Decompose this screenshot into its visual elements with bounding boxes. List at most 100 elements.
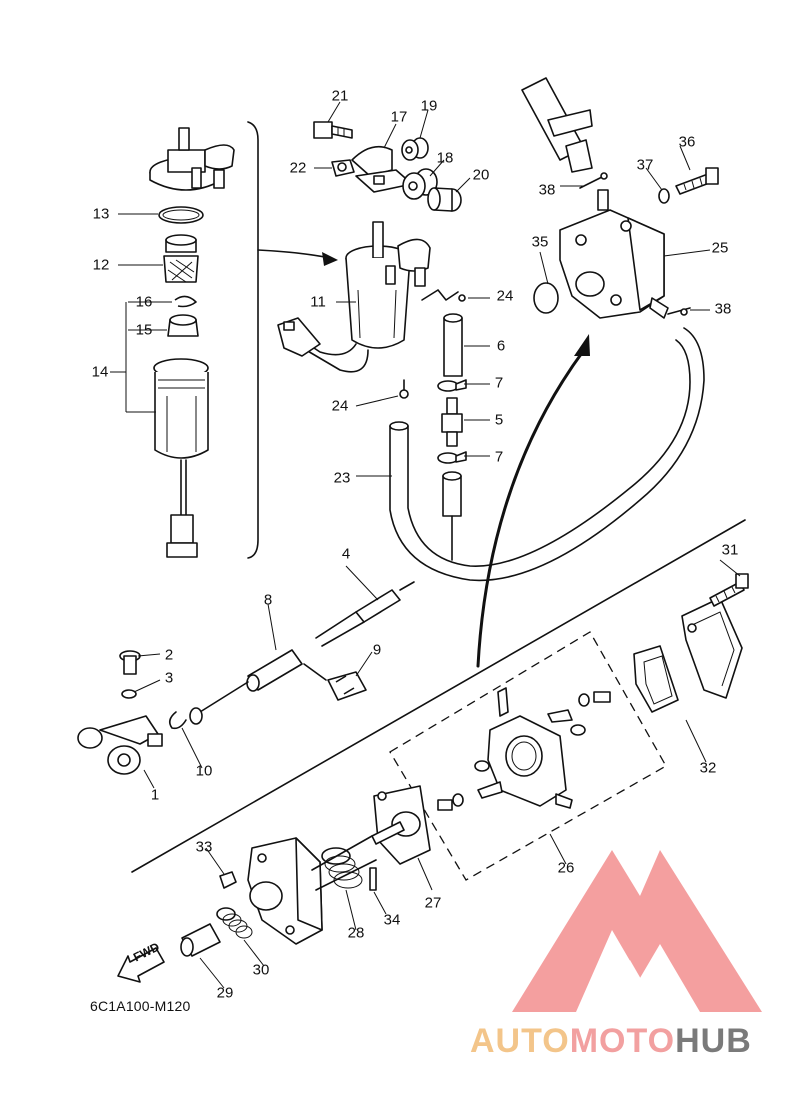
- callout-38-bottom: 38: [714, 300, 732, 318]
- clip-10: [168, 711, 187, 730]
- o-ring-35: [533, 282, 559, 314]
- callout-27: 27: [424, 894, 442, 912]
- callout-29: 29: [216, 984, 234, 1002]
- group-bracket: [247, 121, 259, 559]
- nut-15: [167, 314, 199, 337]
- fuel-filter-assembly-11: [277, 221, 431, 373]
- callout-36: 36: [678, 133, 696, 151]
- hose-lower: [442, 471, 462, 517]
- callout-20: 20: [472, 166, 490, 184]
- spring-30: [216, 907, 253, 939]
- filter-cup-14: [153, 358, 209, 558]
- pin-34: [369, 867, 377, 891]
- washer-3: [121, 689, 137, 699]
- fuel-pump-25: [559, 189, 669, 319]
- watermark-hub: HUB: [675, 1022, 752, 1060]
- callout-10: 10: [195, 762, 213, 780]
- pump-tool-illustration: [521, 77, 593, 173]
- callout-24-top: 24: [496, 287, 514, 305]
- callout-16: 16: [135, 293, 153, 311]
- callout-28: 28: [347, 924, 365, 942]
- callout-5: 5: [494, 411, 504, 429]
- small-parts-26: [437, 691, 611, 811]
- callout-34: 34: [383, 911, 401, 929]
- hose-8: [189, 649, 303, 725]
- washer-37: [658, 188, 670, 204]
- plunger-29: [180, 923, 221, 957]
- clip-38-bottom: [667, 307, 691, 315]
- circlip-16: [174, 295, 197, 308]
- strainer-12: [163, 234, 199, 283]
- callout-38-top: 38: [538, 181, 556, 199]
- callout-30: 30: [252, 961, 270, 979]
- gasket-32: [633, 645, 679, 713]
- joint-5: [441, 397, 463, 447]
- clip-7-upper: [437, 379, 467, 392]
- callout-33: 33: [195, 838, 213, 856]
- nut-33: [219, 871, 237, 889]
- watermark-auto: AUTO: [470, 1022, 570, 1060]
- callout-8: 8: [263, 591, 273, 609]
- callout-3: 3: [164, 669, 174, 687]
- diaphragm-27: [371, 785, 431, 865]
- flow-arrow-line: [476, 348, 586, 668]
- callout-1: 1: [150, 786, 160, 804]
- clip-24-top: [421, 289, 459, 301]
- o-ring-13: [158, 206, 204, 224]
- hose-4: [315, 581, 415, 647]
- bracket-arrow-head: [322, 252, 338, 266]
- fuel-hose-23: [389, 327, 705, 582]
- bracket-17: [351, 145, 413, 193]
- callout-23: 23: [333, 469, 351, 487]
- callout-12: 12: [92, 256, 110, 274]
- callout-31: 31: [721, 541, 739, 559]
- body-housing-33: [247, 837, 323, 945]
- callout-14: 14: [91, 363, 109, 381]
- throttle-body-26: [487, 687, 573, 809]
- cover-plate-31: [681, 597, 743, 699]
- callout-24-bottom: 24: [331, 397, 349, 415]
- spring-28: [321, 847, 363, 889]
- callout-13: 13: [92, 205, 110, 223]
- assembly-26-boundary: [389, 631, 667, 881]
- hose-6: [443, 313, 463, 377]
- callout-37: 37: [636, 156, 654, 174]
- callout-26: 26: [557, 859, 575, 877]
- grommet-19: [401, 137, 429, 161]
- callout-32: 32: [699, 759, 717, 777]
- callout-22: 22: [289, 159, 307, 177]
- fwd-arrow: [117, 947, 165, 983]
- flow-arrow-head: [574, 334, 590, 356]
- callout-18: 18: [436, 149, 454, 167]
- callout-21: 21: [331, 87, 349, 105]
- nut-22: [331, 159, 355, 177]
- watermark-text: AUTOMOTOHUB: [470, 1022, 752, 1061]
- callout-6: 6: [496, 337, 506, 355]
- callout-7-lower: 7: [494, 448, 504, 466]
- callout-11: 11: [310, 293, 326, 311]
- clip-24-bottom: [399, 389, 409, 399]
- bolt-36: [675, 167, 719, 195]
- callout-9: 9: [372, 641, 382, 659]
- callout-25: 25: [711, 239, 729, 257]
- callout-2: 2: [164, 646, 174, 664]
- callout-17: 17: [390, 108, 408, 126]
- screw-31: [709, 573, 749, 607]
- bolt-21: [313, 121, 353, 139]
- bolt-2: [119, 650, 141, 675]
- bracket-arrow-line: [257, 249, 331, 259]
- callout-4: 4: [341, 545, 351, 563]
- filter-head: [149, 127, 235, 191]
- diagram-code: 6C1A100-M120: [90, 998, 191, 1014]
- callout-15: 15: [135, 321, 153, 339]
- callout-35: 35: [531, 233, 549, 251]
- collar-20: [427, 187, 462, 212]
- bracket-9: [327, 671, 367, 701]
- callout-19: 19: [420, 97, 438, 115]
- watermark-moto: MOTO: [569, 1022, 676, 1060]
- clip-7-lower: [437, 451, 467, 464]
- bracket-1: [77, 715, 163, 775]
- callout-7-upper: 7: [494, 374, 504, 392]
